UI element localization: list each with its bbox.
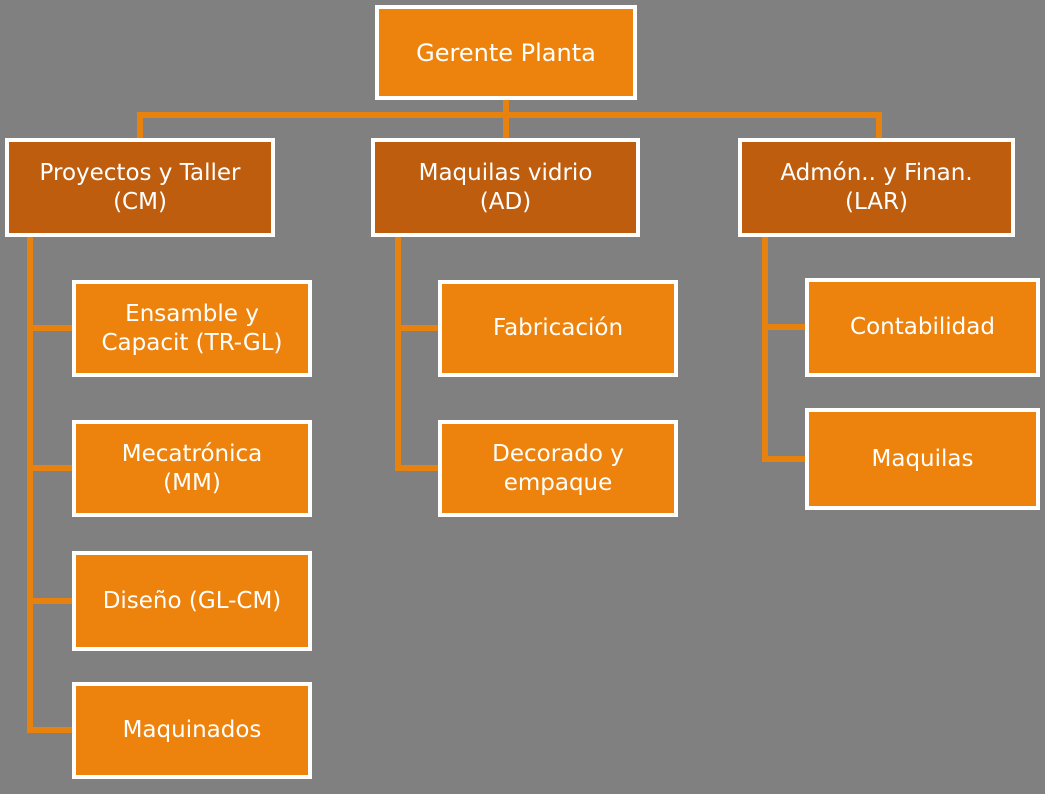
connector-top-horizontal <box>137 112 882 118</box>
node-fabricacion: Fabricación <box>438 280 678 377</box>
connector-left-stub-3 <box>27 598 72 604</box>
node-ensamble-y-capacit: Ensamble y Capacit (TR-GL) <box>72 280 312 377</box>
connector-left-drop <box>137 112 143 138</box>
connector-right-stub-1 <box>762 324 805 330</box>
connector-center-stub-2 <box>395 465 438 471</box>
node-maquinados: Maquinados <box>72 682 312 779</box>
connector-right-trunk <box>762 237 768 462</box>
node-maquilas: Maquilas <box>805 408 1040 510</box>
node-decorado-y-empaque: Decorado y empaque <box>438 420 678 517</box>
node-admon-y-finan: Admón.. y Finan. (LAR) <box>738 138 1015 237</box>
node-proyectos-y-taller: Proyectos y Taller (CM) <box>5 138 275 237</box>
connector-root-drop <box>503 100 509 140</box>
node-contabilidad: Contabilidad <box>805 278 1040 377</box>
connector-left-stub-1 <box>27 325 72 331</box>
node-mecatronica: Mecatrónica (MM) <box>72 420 312 517</box>
connector-center-stub-1 <box>395 325 438 331</box>
connector-left-stub-2 <box>27 465 72 471</box>
node-maquilas-vidrio: Maquilas vidrio (AD) <box>371 138 640 237</box>
connector-right-stub-2 <box>762 456 805 462</box>
node-gerente-planta: Gerente Planta <box>375 5 637 100</box>
node-diseno: Diseño (GL-CM) <box>72 551 312 651</box>
connector-right-drop <box>876 112 882 138</box>
connector-left-stub-4 <box>27 727 72 733</box>
connector-center-trunk <box>395 237 401 471</box>
connector-left-trunk <box>27 237 33 733</box>
